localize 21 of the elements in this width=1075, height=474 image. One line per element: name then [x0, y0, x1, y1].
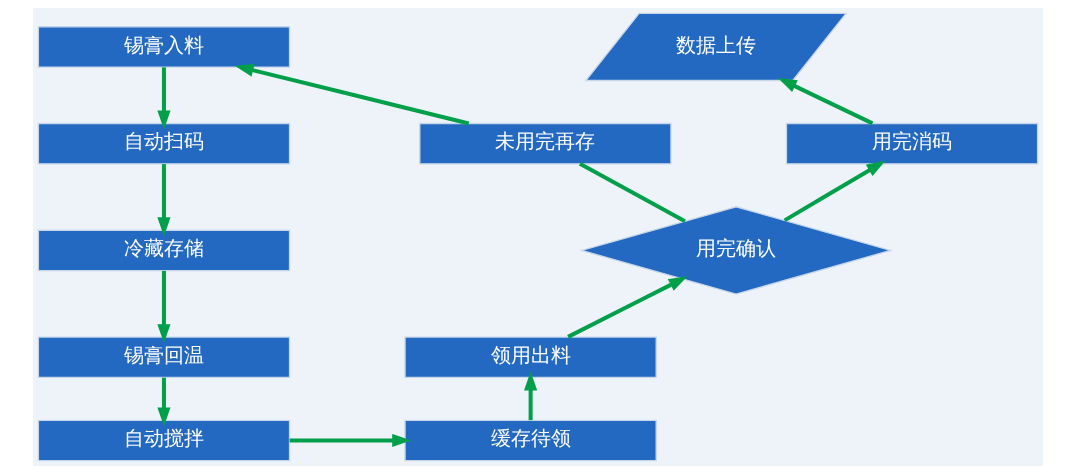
node-box: 自动搅拌 [37, 419, 290, 462]
node-box: 未用完再存 [418, 122, 672, 165]
arrow [523, 371, 537, 421]
arrow [289, 433, 411, 448]
node-box: 锡膏入料 [37, 26, 290, 68]
node-box: 自动扫码 [37, 122, 290, 165]
arrow [566, 276, 688, 339]
arrow [777, 78, 873, 126]
node-box: 冷藏存储 [37, 229, 290, 272]
arrow [783, 160, 885, 223]
arrow [156, 377, 171, 427]
arrow [156, 164, 171, 237]
arrow [156, 67, 171, 130]
node-box: 领用出料 [403, 336, 657, 379]
connector [578, 162, 686, 223]
node-diamond: 用完确认 [578, 206, 893, 295]
node-box: 锡膏回温 [37, 336, 290, 379]
node-box: 缓存待领 [403, 419, 657, 462]
arrow [234, 63, 469, 126]
arrow [156, 270, 171, 343]
node-box: 用完消码 [785, 122, 1038, 165]
